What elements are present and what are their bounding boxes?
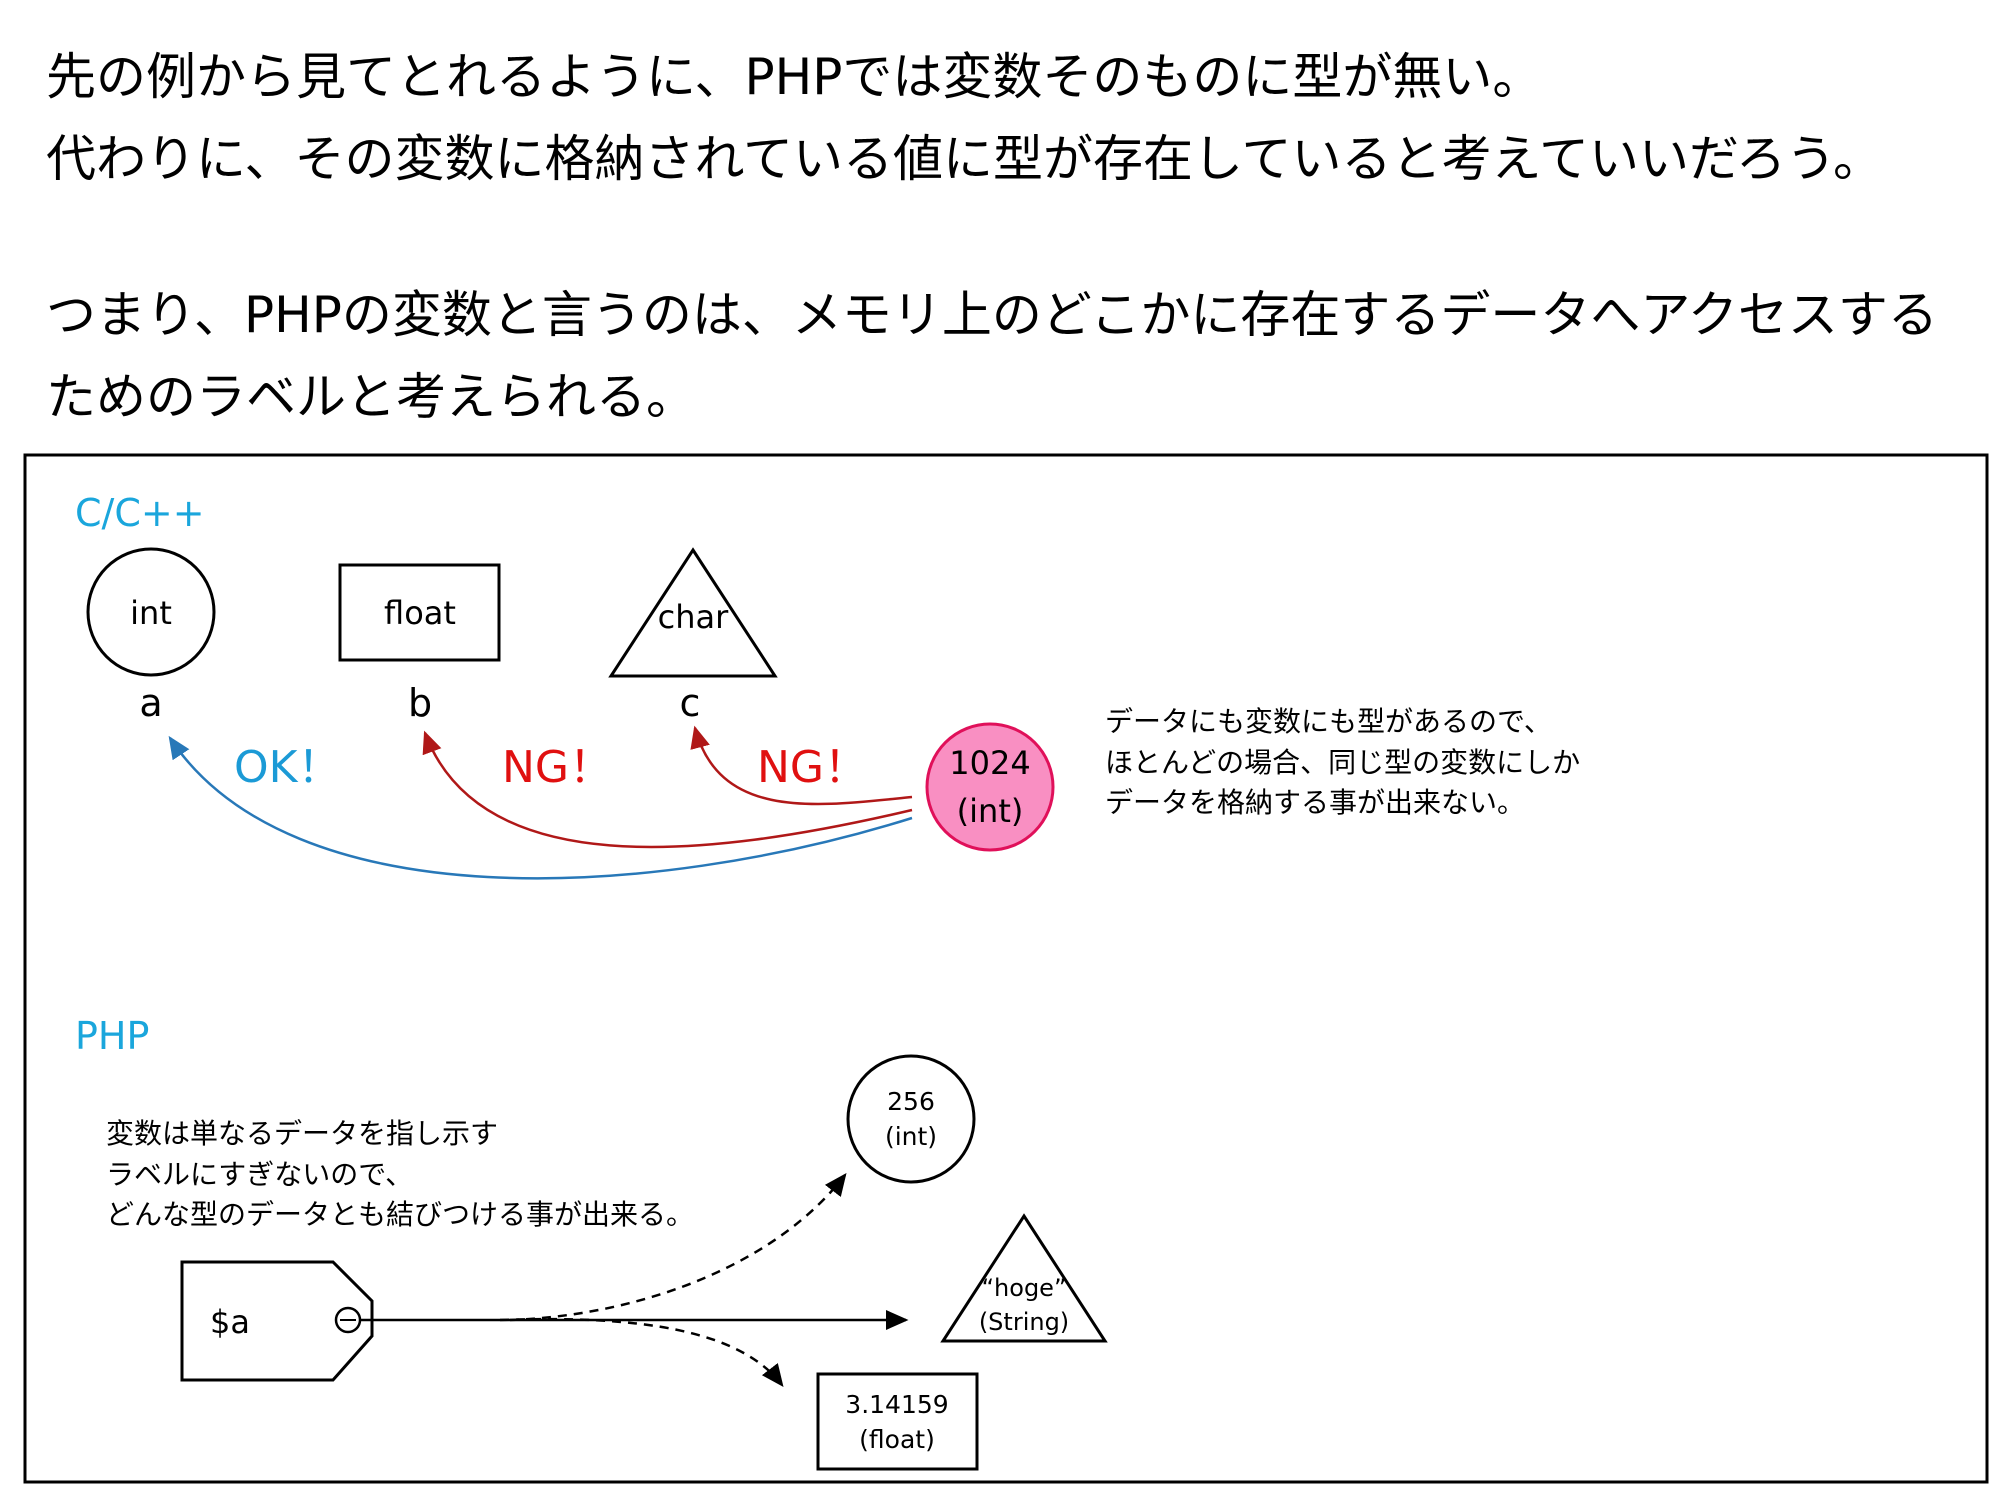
int-value-circle bbox=[925, 722, 1055, 852]
char-type-triangle bbox=[608, 547, 778, 678]
var-c-label: c bbox=[680, 681, 701, 725]
ng-result-char: NG！ bbox=[757, 742, 868, 793]
intro-paragraph-1: 先の例から見てとれるように、PHPでは変数そのものに型が無い。 代わりに、その変… bbox=[46, 36, 1883, 200]
intro-line: つまり、PHPの変数と言うのは、メモリ上のどこかに存在するデータへアクセスする bbox=[46, 286, 1938, 344]
var-a-label: a bbox=[139, 681, 162, 725]
ok-arrow bbox=[168, 735, 913, 880]
php-note-line: 変数は単なるデータを指し示す bbox=[106, 1117, 498, 1150]
php-int-circle bbox=[846, 1054, 976, 1184]
variable-name-label: $a bbox=[210, 1303, 250, 1341]
int-type-label: int bbox=[130, 594, 172, 632]
ng-result-float: NG！ bbox=[502, 742, 613, 793]
value-type-int: (int) bbox=[957, 792, 1024, 830]
php-note-line: ラベルにすぎないので、 bbox=[106, 1158, 413, 1191]
php-section-title: PHP bbox=[75, 1014, 149, 1058]
intro-paragraph-2: つまり、PHPの変数と言うのは、メモリ上のどこかに存在するデータへアクセスする … bbox=[46, 274, 1938, 438]
php-float-rect bbox=[816, 1372, 979, 1471]
php-string-value: “hoge” bbox=[982, 1274, 1067, 1302]
ng-arrow-char bbox=[690, 725, 913, 806]
dashed-arrow-to-int bbox=[509, 1173, 847, 1322]
c-note-line: データにも変数にも型があるので、 bbox=[1105, 705, 1552, 738]
php-float-type: (float) bbox=[859, 1425, 935, 1454]
php-note-line: どんな型のデータとも結びつける事が出来る。 bbox=[106, 1198, 694, 1231]
c-note-line: データを格納する事が出来ない。 bbox=[1105, 786, 1525, 819]
float-type-label: float bbox=[384, 594, 456, 632]
intro-line: ためのラベルと考えられる。 bbox=[46, 368, 696, 426]
php-int-type: (int) bbox=[885, 1122, 937, 1151]
php-string-type: (String) bbox=[979, 1308, 1069, 1336]
variable-tag bbox=[180, 1260, 374, 1382]
php-string-triangle bbox=[940, 1213, 1108, 1343]
diagram-frame bbox=[23, 453, 1989, 1484]
intro-line: 先の例から見てとれるように、PHPでは変数そのものに型が無い。 bbox=[46, 48, 1543, 106]
c-section-title: C/C++ bbox=[75, 491, 205, 535]
php-int-value: 256 bbox=[887, 1087, 935, 1116]
php-float-value: 3.14159 bbox=[845, 1390, 948, 1419]
char-type-label: char bbox=[658, 598, 729, 636]
ng-arrow-float bbox=[422, 730, 913, 849]
int-type-circle bbox=[86, 547, 216, 677]
dashed-arrow-to-float bbox=[499, 1317, 784, 1387]
c-note-line: ほとんどの場合、同じ型の変数にしか bbox=[1105, 746, 1580, 779]
intro-line: 代わりに、その変数に格納されている値に型が存在していると考えていいだろう。 bbox=[46, 130, 1883, 188]
var-b-label: b bbox=[408, 681, 432, 725]
float-type-rect bbox=[338, 563, 501, 662]
value-1024: 1024 bbox=[949, 744, 1030, 782]
ok-result: OK！ bbox=[234, 742, 342, 793]
